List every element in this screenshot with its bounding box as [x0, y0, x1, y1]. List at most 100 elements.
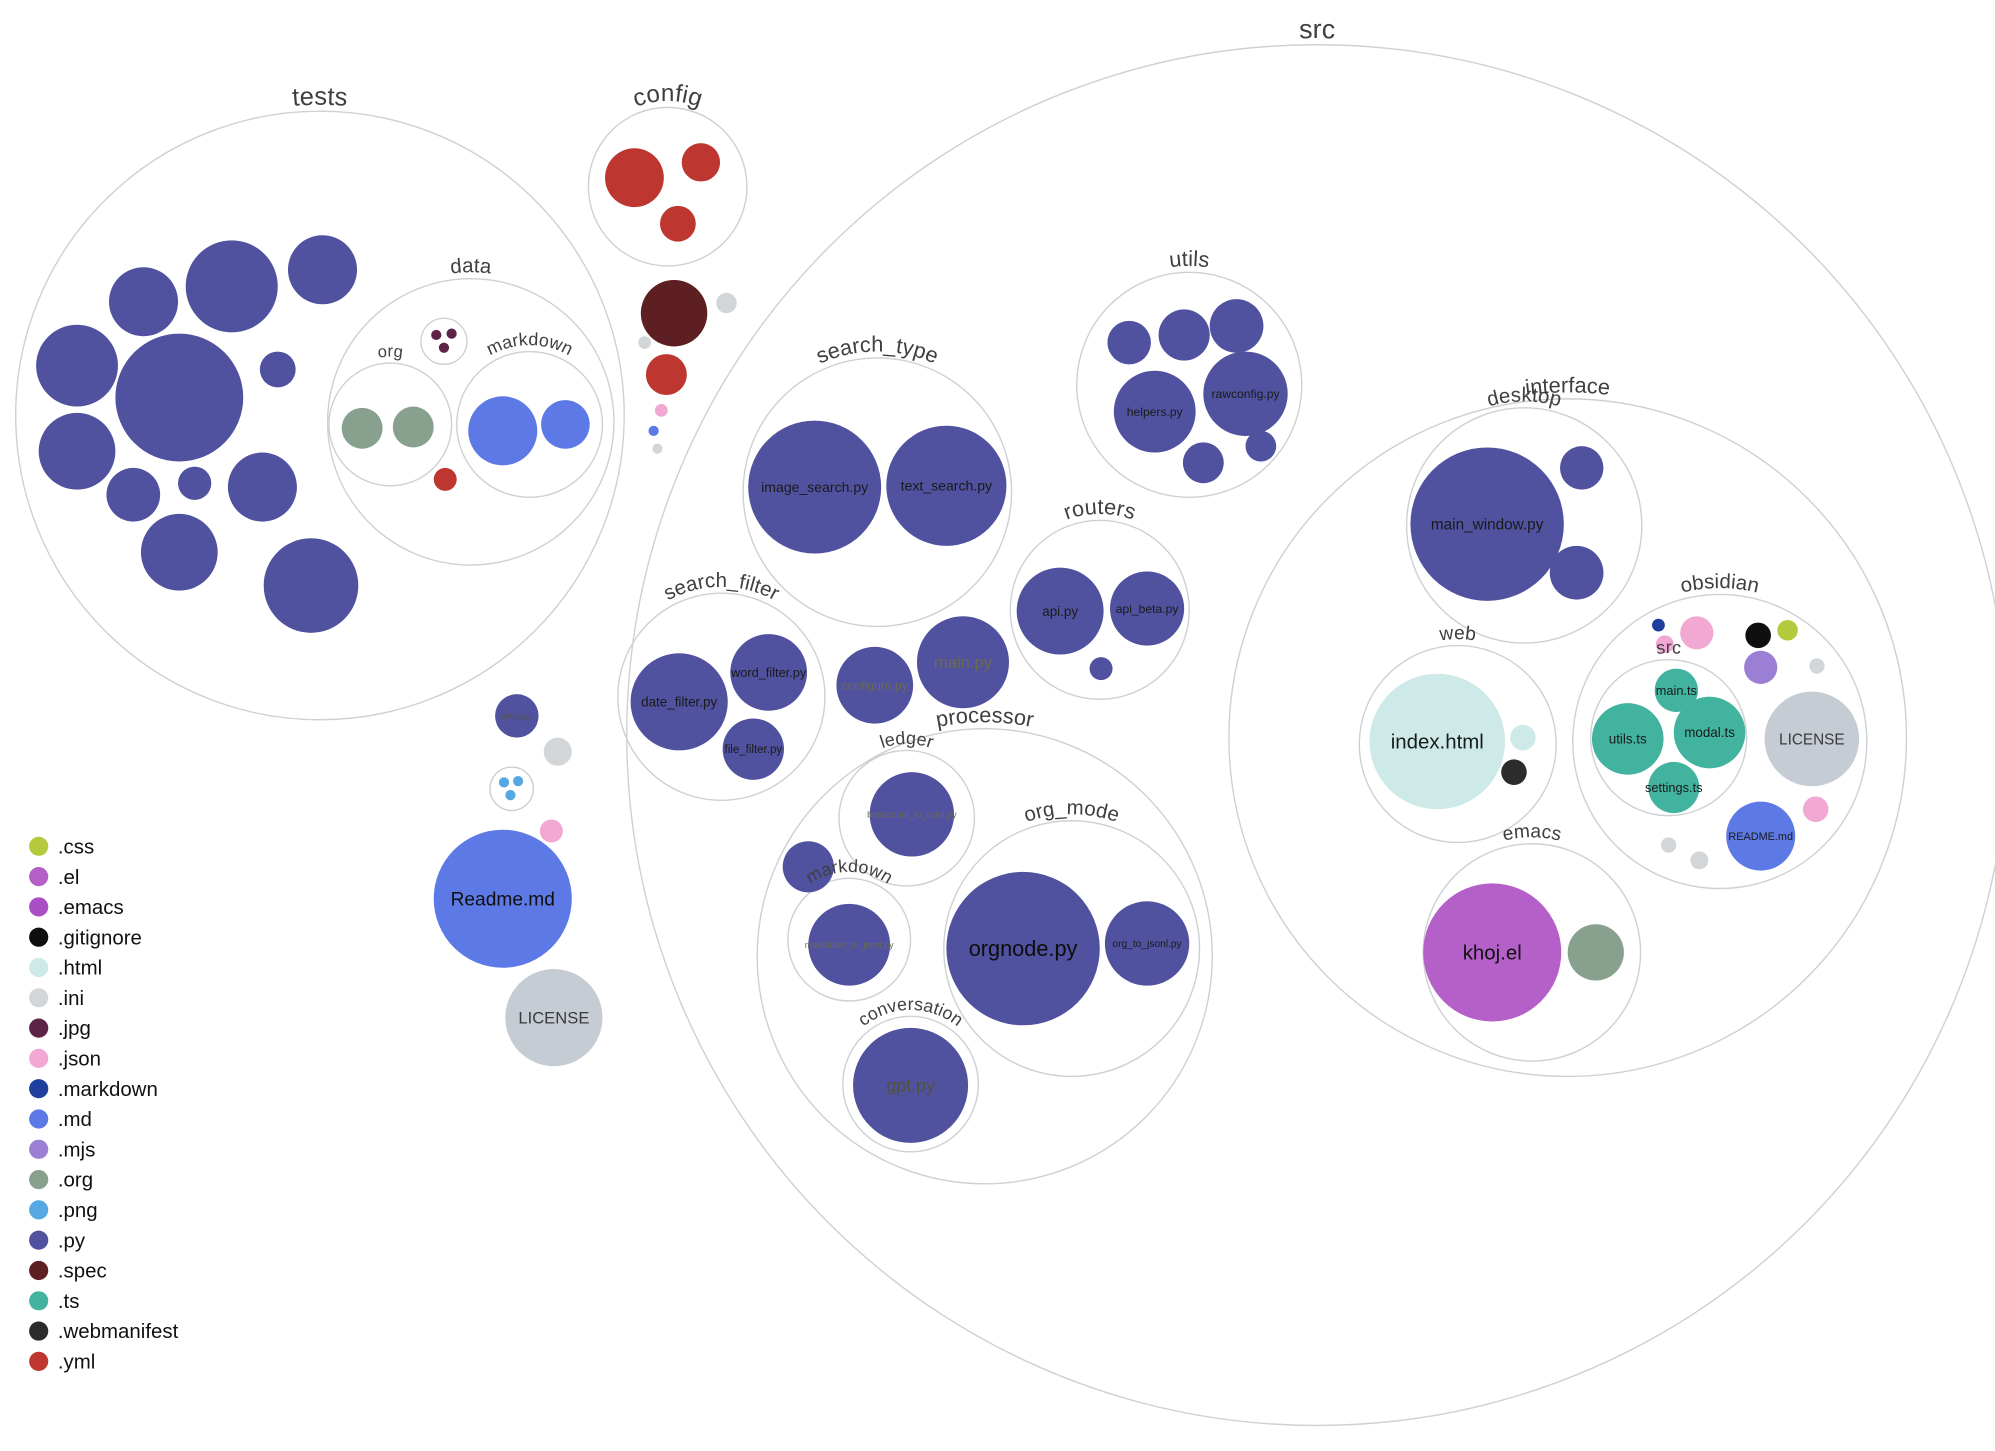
file-circle-org-13 [392, 406, 434, 448]
file-label-beancount-to-jsonl-py: beancount_to_jsonl.py [867, 809, 957, 819]
file-circle-py-8 [178, 466, 212, 500]
legend-dot-ini [29, 988, 49, 1008]
dir-label-arc-search_type [770, 352, 985, 402]
dir-label-arc-obsidian [1602, 588, 1837, 643]
dir-label-data: data [449, 254, 493, 278]
dir-label-data-org: org [377, 342, 404, 362]
legend-label-yml: .yml [58, 1351, 95, 1374]
file-circle-py-0 [109, 267, 179, 337]
file-circle-md-14 [468, 396, 538, 466]
dir-circle-data-org [328, 362, 453, 487]
legend-label-md: .md [58, 1108, 92, 1131]
file-label-word-filter-py: word_filter.py [730, 665, 807, 680]
file-circle-mjs-74 [1744, 650, 1778, 684]
file-label-text-search-py: text_search.py [901, 478, 992, 494]
dir-circle-search_type [742, 357, 1013, 628]
legend-label-mjs: .mjs [58, 1138, 95, 1161]
dir-circle-data [326, 277, 615, 566]
file-circle-ini-75 [1809, 658, 1825, 674]
file-circle-yml-19 [433, 467, 457, 491]
file-circle-readme-md [433, 829, 572, 968]
dir-label-arc-src [783, 38, 1850, 287]
file-circle-md-15 [541, 400, 590, 449]
dir-circle-conversation [842, 1015, 980, 1153]
dir-circle-org_mode [943, 820, 1201, 1078]
dir-label-org_mode: org_mode [1021, 796, 1122, 827]
dir-label-src: src [1299, 14, 1336, 44]
dir-circle-data-markdown [456, 350, 604, 499]
file-label-file-filter-py: file_filter.py [725, 744, 783, 756]
dir-label-arc-routers [1026, 514, 1173, 548]
file-circle-image-search-py [748, 420, 882, 554]
file-circle-md-28 [648, 425, 659, 436]
file-label-org-to-jsonl-py: org_to_jsonl.py [1112, 939, 1182, 950]
file-circle-main-ts [1654, 668, 1699, 713]
dir-circle-root-docs [489, 766, 535, 812]
file-circle-api-py [1016, 567, 1104, 655]
file-circle-orgnode-py [946, 871, 1100, 1026]
dir-circle-routers [1009, 519, 1190, 700]
dir-label-arc-processor [806, 722, 1164, 806]
file-circle-org-12 [341, 407, 383, 449]
file-circle-rawconfig-py [1203, 351, 1288, 436]
file-circle-ini-24 [716, 292, 737, 314]
legend-dot-md [29, 1109, 49, 1129]
file-label-gpt-py: gpt.py [886, 1076, 935, 1096]
file-circle-css-73 [1777, 620, 1798, 641]
file-circle-py-4 [115, 333, 244, 462]
legend-dot-css [29, 836, 49, 856]
file-circle-khoj-el [1423, 883, 1562, 1022]
file-circle-png-32 [498, 777, 510, 788]
dir-circle-tests [14, 110, 625, 721]
file-label-utils-ts: utils.ts [1609, 732, 1647, 747]
file-circle-json-78 [1802, 796, 1829, 823]
file-label-readme-md: Readme.md [451, 889, 555, 910]
dir-circle-interface [1228, 398, 1908, 1078]
file-circle-json-27 [654, 403, 668, 417]
dir-circle-ledger [838, 749, 976, 887]
file-label-main-window-py: main_window.py [1431, 517, 1544, 534]
file-circle-text-search-py [886, 425, 1007, 546]
dir-label-ledger: ledger [877, 728, 936, 752]
legend-dot-json [29, 1048, 49, 1068]
file-label-image-search-py: image_search.py [761, 479, 868, 495]
file-circle-py-63 [1549, 545, 1604, 600]
dir-circle-config [587, 106, 748, 267]
file-circle-py-9 [227, 452, 297, 522]
file-circle-py-48 [1245, 430, 1277, 462]
file-circle-ini-79 [1660, 837, 1677, 853]
file-circle-gpt-py [853, 1027, 969, 1143]
dir-label-data-markdown: markdown [483, 329, 576, 359]
dir-label-conversation: conversation [854, 994, 967, 1030]
file-circle-html-65 [1510, 724, 1536, 751]
file-circle-markdown-70 [1652, 618, 1665, 632]
file-circle-date-filter-py [630, 653, 728, 751]
dir-circle-desktop [1405, 407, 1643, 644]
file-circle-webmanifest-66 [1501, 759, 1527, 785]
dir-label-interface: interface [1524, 372, 1612, 399]
legend-label-py: .py [58, 1229, 86, 1252]
legend-dot-spec [29, 1260, 49, 1281]
legend-label-org: .org [58, 1169, 93, 1192]
dir-label-arc-org_mode [969, 814, 1175, 862]
file-label-main-py: main.py [934, 653, 993, 672]
file-label-orgnode-py: orgnode.py [969, 936, 1078, 961]
file-circle-yml-22 [659, 205, 696, 242]
dir-circle-src [626, 44, 1995, 1426]
dir-label-processor: processor [934, 702, 1036, 732]
dir-circle-web [1358, 644, 1557, 844]
dir-circle-processor [756, 727, 1213, 1185]
file-circle-modal-ts [1673, 696, 1746, 769]
file-circle-py-3 [36, 324, 118, 407]
dir-circle-obsidian-src [1589, 658, 1748, 817]
file-label-main-ts: main.ts [1656, 683, 1697, 698]
dir-label-utils: utils [1168, 246, 1211, 272]
file-circle-ini-80 [1690, 851, 1709, 870]
file-label-markdown-to-jsonl-py: markdown_to_jsonl.py [805, 940, 894, 950]
legend-dot-html [29, 957, 49, 978]
file-label-helpers-py: helpers.py [1127, 405, 1184, 419]
file-circle-py-51 [1089, 657, 1113, 681]
file-circle-main-py [916, 616, 1010, 709]
file-label-api-beta-py: api_beta.py [1116, 602, 1180, 616]
